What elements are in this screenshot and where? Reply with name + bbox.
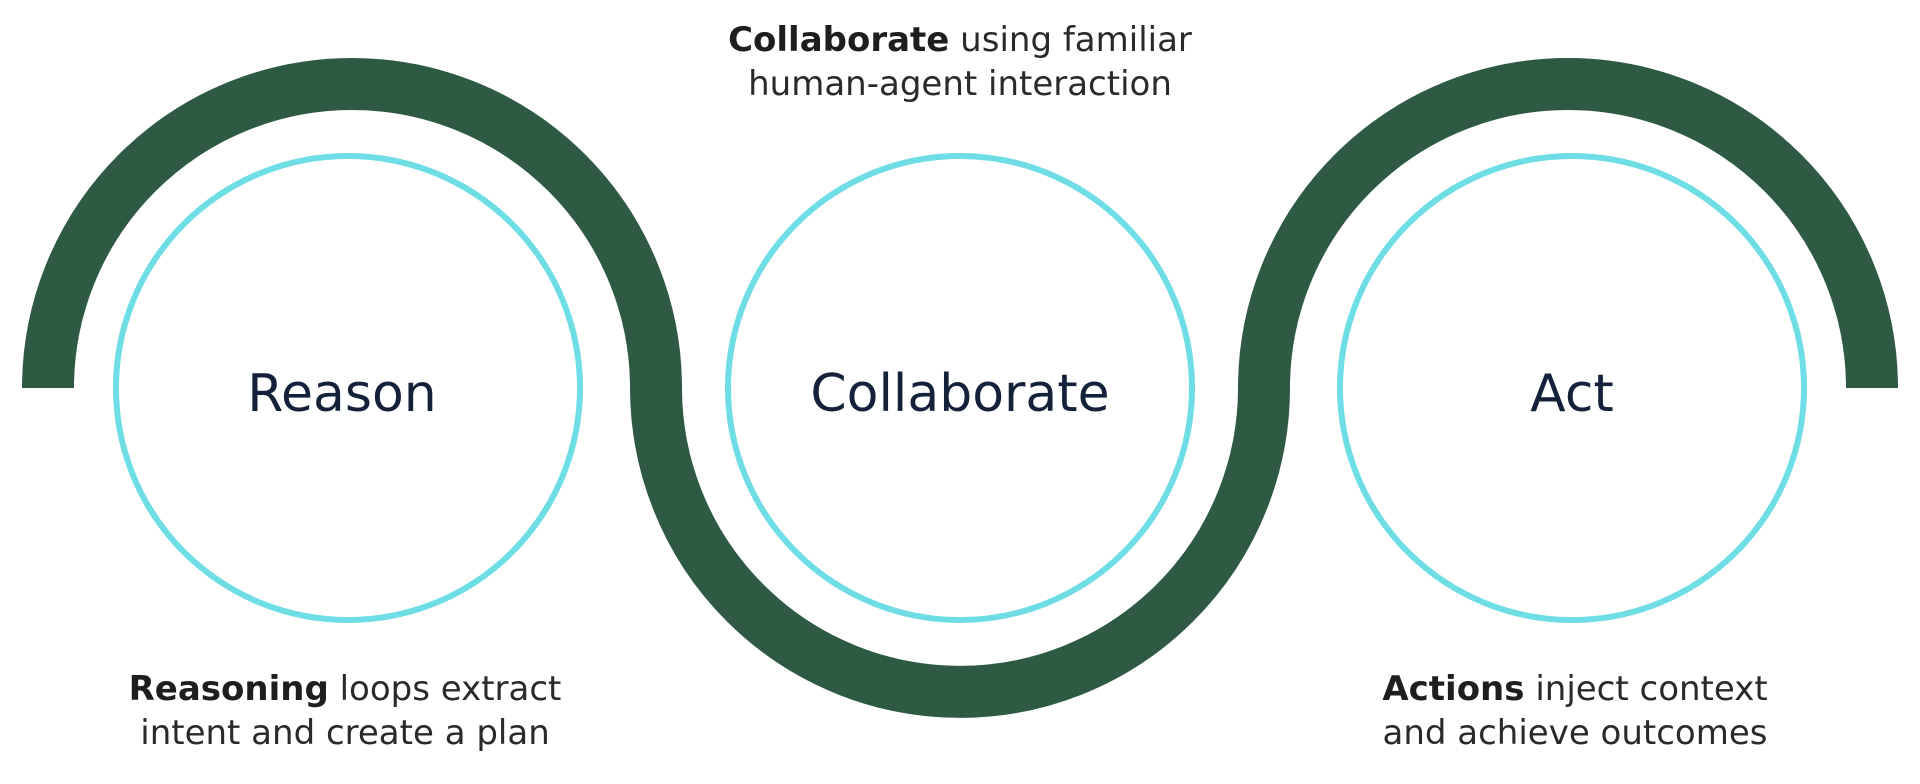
act-circle [1337,153,1807,623]
caption-text: loops extract [328,669,562,709]
act-label: Act [1530,364,1614,424]
caption-line: Reasoning loops extract [100,667,590,711]
connecting-wave [22,58,1898,718]
reason-label: Reason [247,364,437,424]
collaborate-circle [725,153,1195,623]
caption-text: using familiar [949,20,1192,60]
reasoning-caption: Reasoning loops extract intent and creat… [100,667,590,755]
actions-caption: Actions inject context and achieve outco… [1330,667,1820,755]
caption-text: inject context [1524,669,1768,709]
caption-bold-term: Collaborate [728,20,950,60]
reason-circle [113,153,583,623]
caption-bold-term: Actions [1382,669,1525,709]
collaborate-label: Collaborate [810,364,1109,424]
collaborate-caption: Collaborate using familiar human-agent i… [640,18,1280,106]
caption-line: and achieve outcomes [1382,713,1768,753]
caption-line: human-agent interaction [748,64,1172,104]
caption-line: intent and create a plan [140,713,550,753]
caption-line: Collaborate using familiar [640,18,1280,62]
caption-bold-term: Reasoning [128,669,329,709]
caption-line: Actions inject context [1330,667,1820,711]
